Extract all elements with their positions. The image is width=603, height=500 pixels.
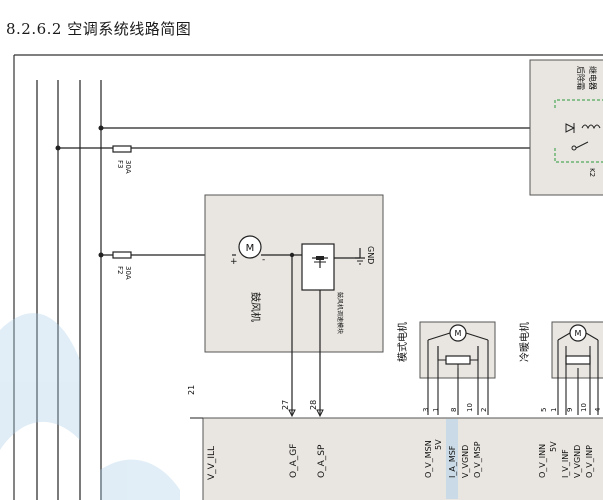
cw-pin-group: 5 O_V_INN 1 5V 9 I_V_INF 10 V_VGND 4 O_V…: [538, 403, 602, 478]
ac-controller: 21 V_V_ILL 27 O_A_GF 28 O_A_SP 3 O_V_MSN…: [187, 385, 603, 500]
ground-label: GND: [366, 246, 375, 264]
controller-pin-28-label: O_A_SP: [317, 444, 327, 478]
cw-pin-num: 1: [550, 408, 558, 412]
diagram-frame: [13, 54, 603, 500]
cw-pin-label: O_V_INP: [585, 445, 594, 478]
blower-module: M + - 鼓风机 GND 鼓风机调速模块: [204, 194, 384, 415]
cw-pin-num: 10: [580, 403, 588, 412]
mode-pin-group: 3 O_V_MSN 1 5V 8 I_A_MSF 10 V_VGND 2 O_V…: [422, 403, 488, 499]
mode-motor-symbol: M: [455, 329, 462, 338]
mode-motor-name: 模式电机: [396, 322, 409, 362]
relay-label-2: 继电器: [588, 66, 598, 90]
blower-name: 鼓风机: [249, 292, 262, 322]
mode-pin-label: O_V_MSN: [424, 440, 433, 478]
controller-pin-28: 28: [309, 400, 318, 410]
fuse-f2-rating: 30A: [124, 266, 132, 280]
watermark-decoration: [0, 313, 180, 500]
controller-pin-27: 27: [281, 400, 290, 410]
mode-pin-num: 2: [480, 408, 488, 412]
cw-pin-num: 4: [594, 407, 602, 412]
fuse-f3-id: F3: [116, 160, 124, 168]
cw-pin-num: 5: [540, 408, 548, 412]
controller-pin-27-label: O_A_GF: [289, 444, 299, 478]
mode-pin-num: 10: [466, 403, 474, 412]
controller-power-label: V_V_ILL: [207, 446, 217, 480]
blower-motor-icon: [238, 235, 262, 259]
mode-pin-num: 1: [432, 408, 440, 412]
mode-pin-label: I_A_MSF: [448, 445, 457, 478]
mode-pin-num: 3: [422, 408, 430, 412]
cold-warm-motor-symbol: M: [575, 329, 582, 338]
cw-pin-label: O_V_INN: [538, 444, 547, 478]
cold-warm-motor-module: 冷暖电机 M: [518, 321, 603, 415]
fuse-f2: F2 30A: [112, 251, 132, 280]
fuse-f2-id: F2: [116, 266, 124, 274]
cw-pin-label: V_VGND: [573, 445, 582, 478]
relay-label-1: 后除霜: [576, 66, 586, 90]
blower-minus: -: [262, 255, 265, 265]
mode-pin-label: V_VGND: [461, 445, 470, 478]
blower-plus: +: [230, 257, 238, 267]
controller-pin-21: 21: [187, 385, 196, 395]
cw-pin-num: 9: [566, 408, 574, 412]
fuse-f3-rating: 30A: [124, 160, 132, 174]
mode-pin-label: O_V_MSP: [473, 441, 482, 478]
mode-pin-num: 8: [450, 408, 458, 412]
page-title: 8.2.6.2 空调系统线路简图: [6, 20, 192, 38]
speed-module-label: 鼓风机调速模块: [336, 292, 344, 334]
mode-pin-label: 5V: [434, 439, 443, 450]
cold-warm-motor-name: 冷暖电机: [518, 322, 531, 362]
blower-motor-symbol: M: [246, 243, 255, 254]
relay-pin-label: K2: [588, 168, 596, 177]
fuse-f3: F3 30A: [112, 145, 132, 174]
cw-pin-label: I_V_INF: [561, 449, 570, 478]
power-buses: [36, 80, 102, 500]
mode-motor-module: 模式电机 M: [396, 321, 496, 415]
cw-pin-label: 5V: [549, 441, 558, 452]
relay-box: 后除霜 继电器 K2: [529, 59, 603, 196]
